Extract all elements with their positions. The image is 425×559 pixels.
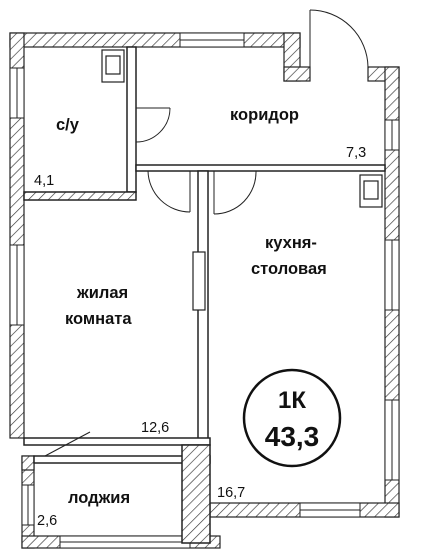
corridor-area: 7,3 — [346, 145, 366, 161]
apartment-type: 1К — [278, 387, 306, 414]
kitchen-area: 16,7 — [217, 485, 245, 501]
bathroom-name: с/у — [56, 116, 80, 134]
bathroom-area: 4,1 — [34, 173, 54, 189]
loggia-area: 2,6 — [37, 513, 57, 529]
loggia-name: лоджия — [68, 489, 130, 507]
living-room-name-line2: комната — [65, 310, 132, 328]
interior-walls — [23, 46, 386, 544]
corridor-name: коридор — [230, 106, 299, 124]
living-room-name-line1: жилая — [76, 284, 128, 302]
apartment-badge: 1К 43,3 — [242, 368, 342, 468]
apartment-total-area: 43,3 — [265, 421, 320, 452]
kitchen-name-line1: кухня- — [265, 234, 317, 252]
doors — [44, 9, 369, 457]
windows — [9, 32, 400, 549]
living-room-area: 12,6 — [141, 420, 169, 436]
fixtures — [101, 49, 383, 311]
kitchen-name-line2: столовая — [251, 260, 327, 278]
